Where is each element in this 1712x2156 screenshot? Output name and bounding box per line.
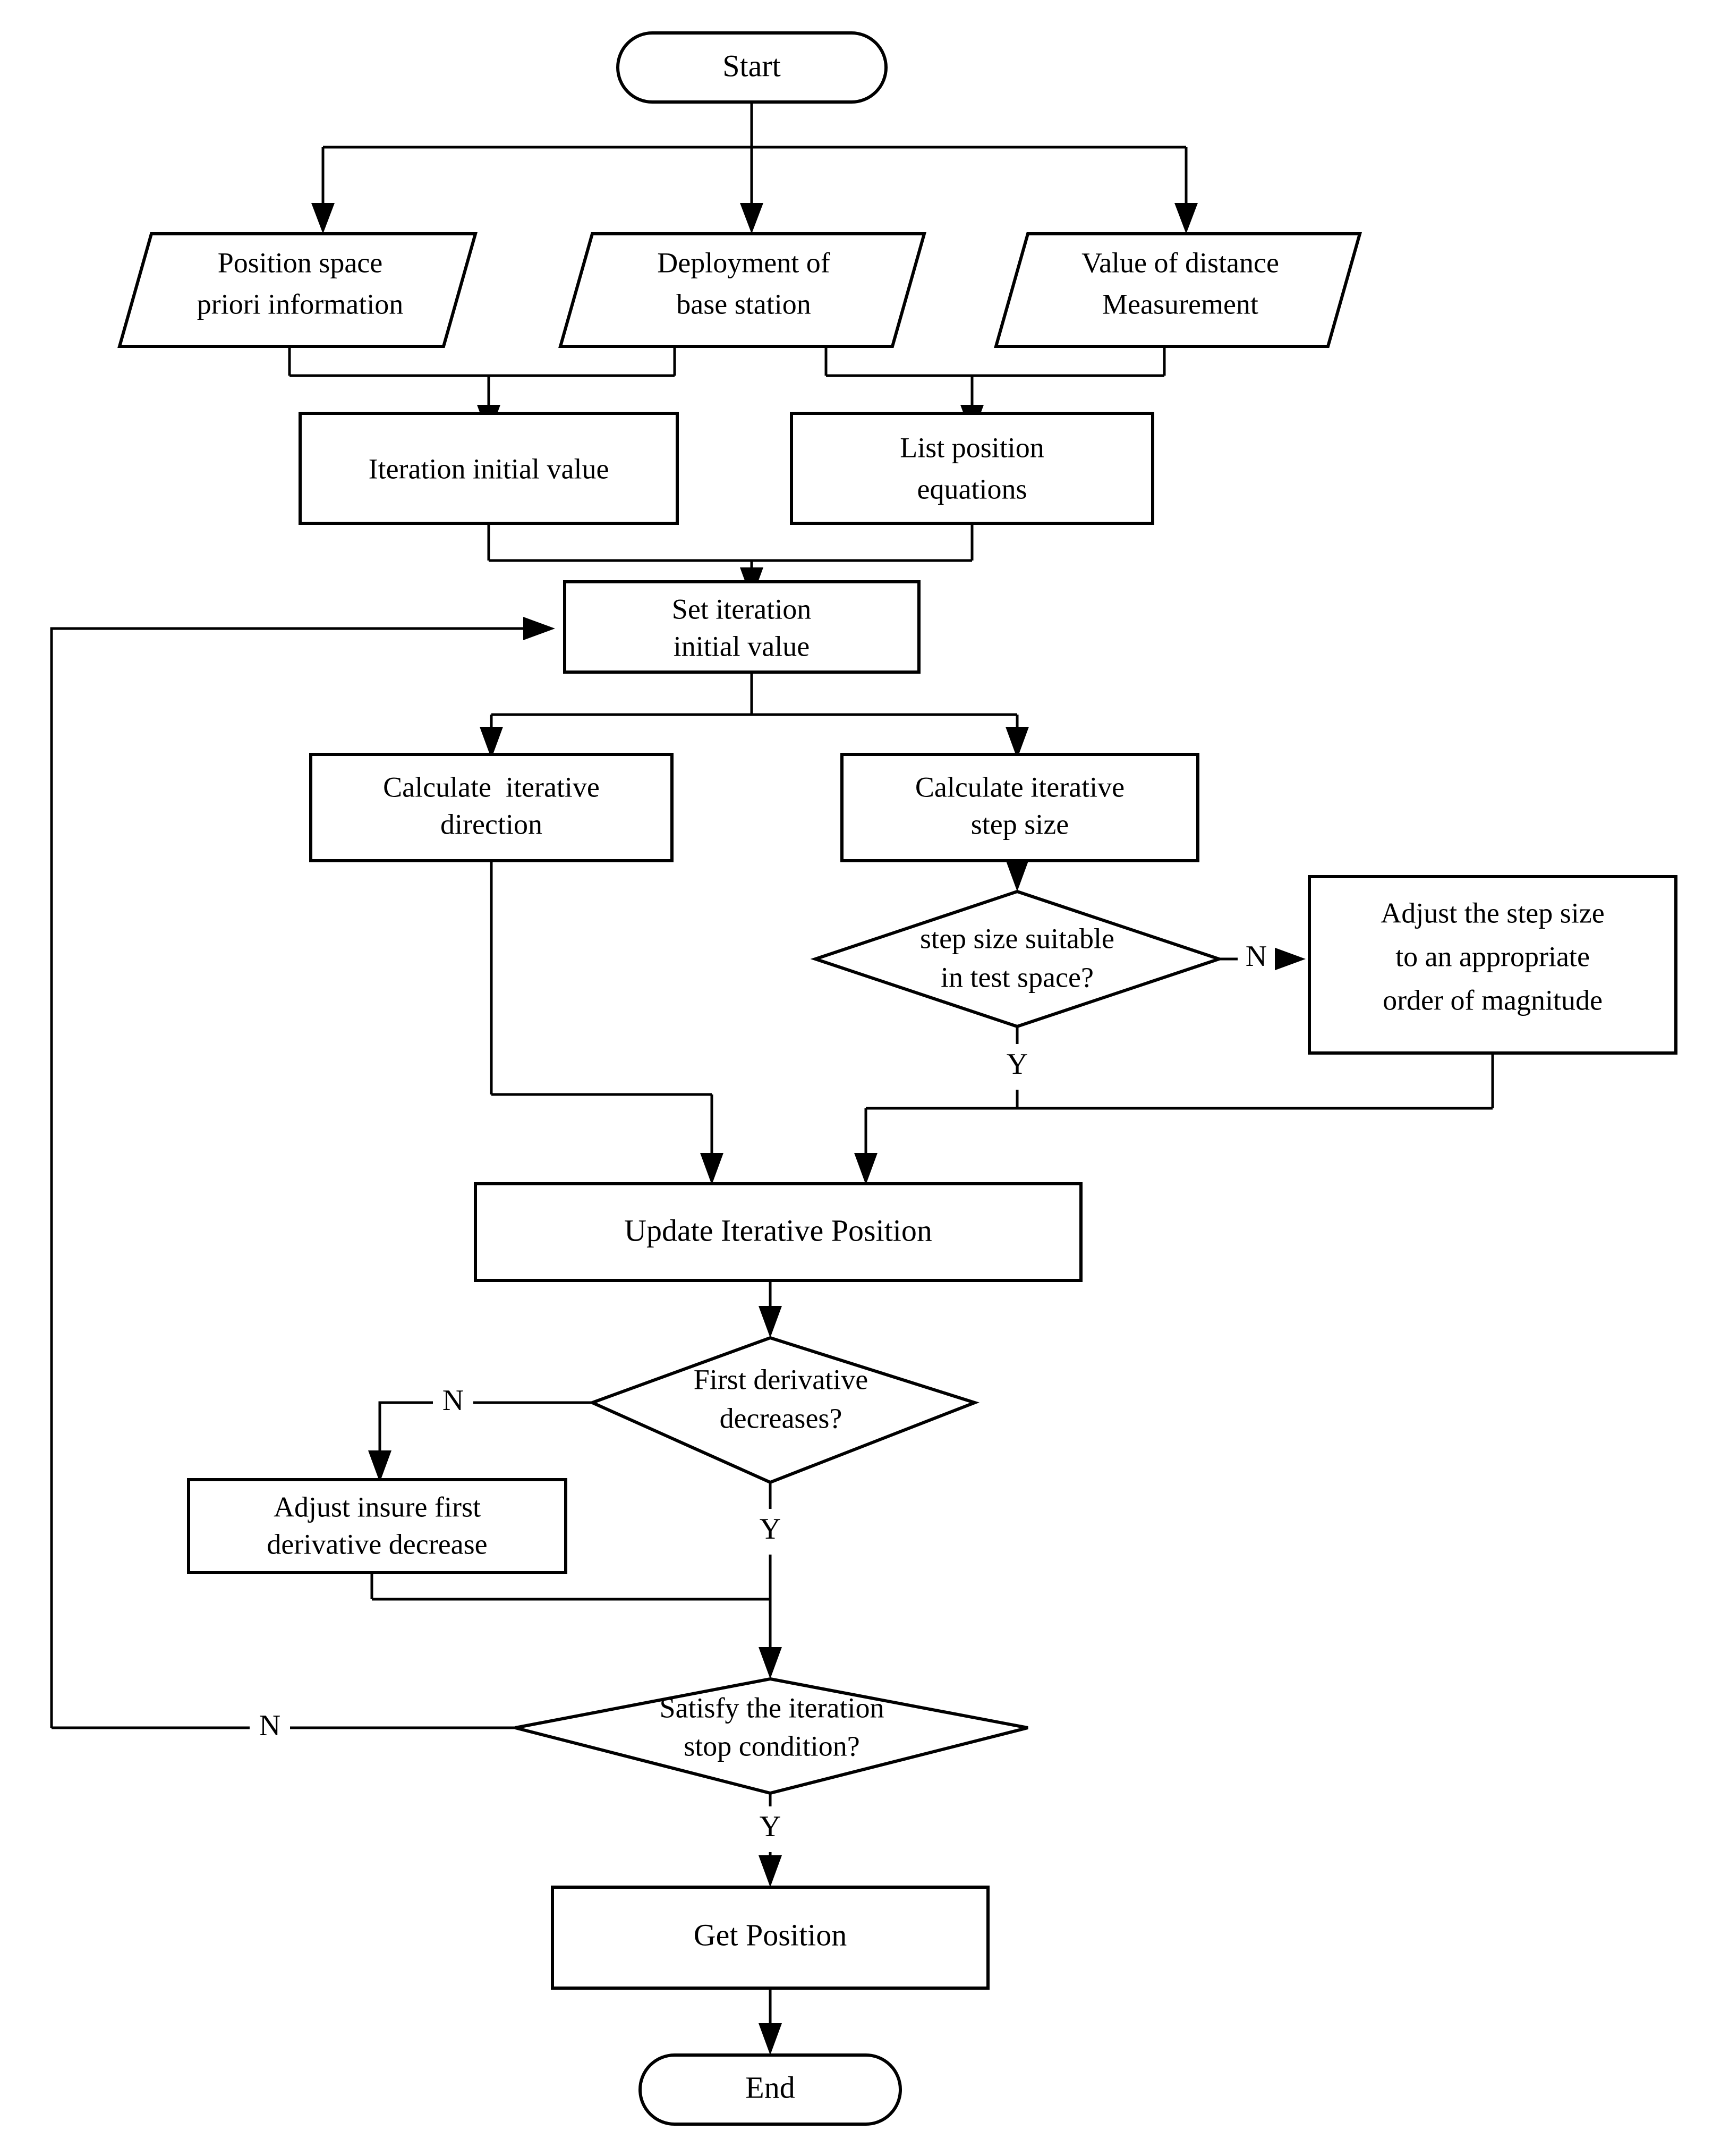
arrowhead-update-to-first-derivative bbox=[759, 1306, 782, 1338]
update-position-line1: Update Iterative Position bbox=[624, 1213, 932, 1247]
edge-label-satisfy-no: N bbox=[259, 1709, 280, 1742]
arrowhead-to-calc-step-size bbox=[1006, 727, 1029, 759]
end-label: End bbox=[745, 2070, 795, 2104]
step-size-suitable-line2: in test space? bbox=[941, 961, 1094, 993]
arrowhead-get-position-to-end bbox=[759, 2023, 782, 2055]
node-first-derivative-decision[interactable]: First derivative decreases? bbox=[588, 1336, 980, 1484]
edge-feedback-loop-to-set-iteration bbox=[50, 627, 539, 1728]
distance-value-line1: Value of distance bbox=[1081, 247, 1279, 278]
node-list-position-equations[interactable]: List position equations bbox=[790, 412, 1154, 525]
node-update-iterative-position[interactable]: Update Iterative Position bbox=[474, 1182, 1083, 1282]
node-step-size-suitable-decision[interactable]: step size suitable in test space? bbox=[810, 889, 1224, 1029]
node-position-space[interactable]: Position space priori information bbox=[117, 232, 478, 348]
adjust-step-size-line1: Adjust the step size bbox=[1381, 897, 1604, 929]
arrowhead-step-size-no bbox=[1274, 947, 1306, 971]
update-iterative-position-shape[interactable] bbox=[474, 1182, 1083, 1282]
arrowhead-to-base-station bbox=[740, 203, 763, 234]
edge-label-first-derivative-no: N bbox=[442, 1384, 464, 1417]
calc-direction-line2: direction bbox=[440, 808, 542, 840]
calc-step-size-line2: step size bbox=[971, 808, 1069, 840]
node-distance-value[interactable]: Value of distance Measurement bbox=[994, 232, 1362, 348]
edge-label-step-size-yes: Y bbox=[1007, 1048, 1028, 1081]
base-station-shape[interactable] bbox=[558, 232, 926, 348]
get-position-shape[interactable] bbox=[551, 1886, 990, 1990]
node-base-station[interactable]: Deployment of base station bbox=[558, 232, 926, 348]
base-station-line2: base station bbox=[676, 288, 811, 320]
edge-label-layer: N Y N Y N Y bbox=[250, 938, 1275, 1852]
calculate-iterative-direction-shape[interactable] bbox=[309, 753, 674, 862]
node-iteration-initial-value[interactable]: Iteration initial value bbox=[299, 412, 679, 525]
calc-step-size-line1: Calculate iterative bbox=[915, 771, 1125, 803]
start-shape[interactable] bbox=[616, 31, 888, 104]
first-derivative-shape[interactable] bbox=[588, 1336, 980, 1484]
node-calculate-iterative-step-size[interactable]: Calculate iterative step size bbox=[840, 753, 1199, 862]
list-position-equations-shape[interactable] bbox=[790, 412, 1154, 525]
iteration-initial-value-shape[interactable] bbox=[299, 412, 679, 525]
edge-label-first-derivative-yes: Y bbox=[760, 1513, 781, 1546]
step-size-suitable-line1: step size suitable bbox=[920, 922, 1114, 954]
calc-direction-line1: Calculate iterative bbox=[383, 771, 600, 803]
adjust-step-size-line3: order of magnitude bbox=[1383, 984, 1603, 1016]
label-bg-satisfy-no bbox=[250, 1707, 290, 1751]
node-get-position[interactable]: Get Position bbox=[551, 1886, 990, 1990]
iteration-initial-value-line1: Iteration initial value bbox=[369, 453, 609, 485]
adjust-insure-shape[interactable] bbox=[187, 1478, 567, 1574]
get-position-label: Get Position bbox=[694, 1917, 847, 1952]
adjust-step-size-line2: to an appropriate bbox=[1395, 940, 1590, 972]
arrowhead-to-step-size-decision bbox=[1006, 860, 1029, 892]
arrowhead-to-distance-value bbox=[1174, 203, 1198, 234]
arrowhead-direction-to-update bbox=[700, 1153, 723, 1185]
arrowhead-feedback-to-set-iteration bbox=[523, 617, 555, 640]
adjust-step-size-shape[interactable] bbox=[1308, 875, 1677, 1055]
arrowhead-to-satisfy bbox=[759, 1647, 782, 1679]
node-end[interactable]: End bbox=[638, 2053, 902, 2126]
edge-label-step-size-no: N bbox=[1246, 940, 1267, 973]
label-bg-step-size-yes bbox=[999, 1044, 1036, 1090]
edge-first-derivative-no bbox=[378, 1401, 592, 1466]
first-derivative-line2: decreases? bbox=[720, 1402, 842, 1434]
node-start[interactable]: Start bbox=[616, 31, 888, 104]
arrowhead-satisfy-to-get-position bbox=[759, 1855, 782, 1887]
arrowhead-to-calc-direction bbox=[480, 727, 503, 759]
node-satisfy-stop-decision[interactable]: Satisfy the iteration stop condition? bbox=[515, 1677, 1028, 1795]
position-space-line2: priori information bbox=[197, 288, 403, 320]
node-calculate-iterative-direction[interactable]: Calculate iterative direction bbox=[309, 753, 674, 862]
position-space-shape[interactable] bbox=[117, 232, 478, 348]
position-space-line1: Position space bbox=[218, 247, 382, 278]
node-adjust-insure[interactable]: Adjust insure first derivative decrease bbox=[187, 1478, 567, 1574]
calculate-iterative-step-size-shape[interactable] bbox=[840, 753, 1199, 862]
label-bg-first-derivative-yes bbox=[752, 1509, 789, 1555]
start-label: Start bbox=[722, 48, 781, 83]
adjust-insure-line1: Adjust insure first bbox=[274, 1491, 481, 1523]
edge-label-satisfy-yes: Y bbox=[760, 1810, 781, 1843]
label-bg-first-derivative-no bbox=[433, 1381, 473, 1426]
adjust-insure-line2: derivative decrease bbox=[267, 1528, 487, 1560]
label-bg-satisfy-yes bbox=[752, 1806, 789, 1852]
arrowhead-to-position-space bbox=[311, 203, 335, 234]
set-iteration-initial-value-shape[interactable] bbox=[563, 580, 921, 674]
distance-value-shape[interactable] bbox=[994, 232, 1362, 348]
set-iteration-line1: Set iteration bbox=[672, 593, 811, 625]
step-size-suitable-shape[interactable] bbox=[810, 889, 1224, 1029]
satisfy-stop-line1: Satisfy the iteration bbox=[660, 1692, 884, 1724]
satisfy-stop-line2: stop condition? bbox=[684, 1730, 859, 1762]
first-derivative-line1: First derivative bbox=[694, 1363, 868, 1395]
label-bg-step-size-no bbox=[1238, 938, 1275, 981]
list-position-equations-line2: equations bbox=[917, 473, 1027, 505]
distance-value-line2: Measurement bbox=[1102, 288, 1258, 320]
list-position-equations-line1: List position bbox=[900, 431, 1044, 463]
arrowhead-first-derivative-no bbox=[368, 1450, 391, 1482]
satisfy-stop-shape[interactable] bbox=[515, 1677, 1028, 1795]
arrowhead-right-to-update bbox=[854, 1153, 878, 1185]
set-iteration-line2: initial value bbox=[674, 630, 810, 662]
node-set-iteration-initial-value[interactable]: Set iteration initial value bbox=[563, 580, 921, 674]
base-station-line1: Deployment of bbox=[657, 247, 830, 278]
node-adjust-step-size[interactable]: Adjust the step size to an appropriate o… bbox=[1308, 875, 1677, 1055]
end-shape[interactable] bbox=[638, 2053, 902, 2126]
